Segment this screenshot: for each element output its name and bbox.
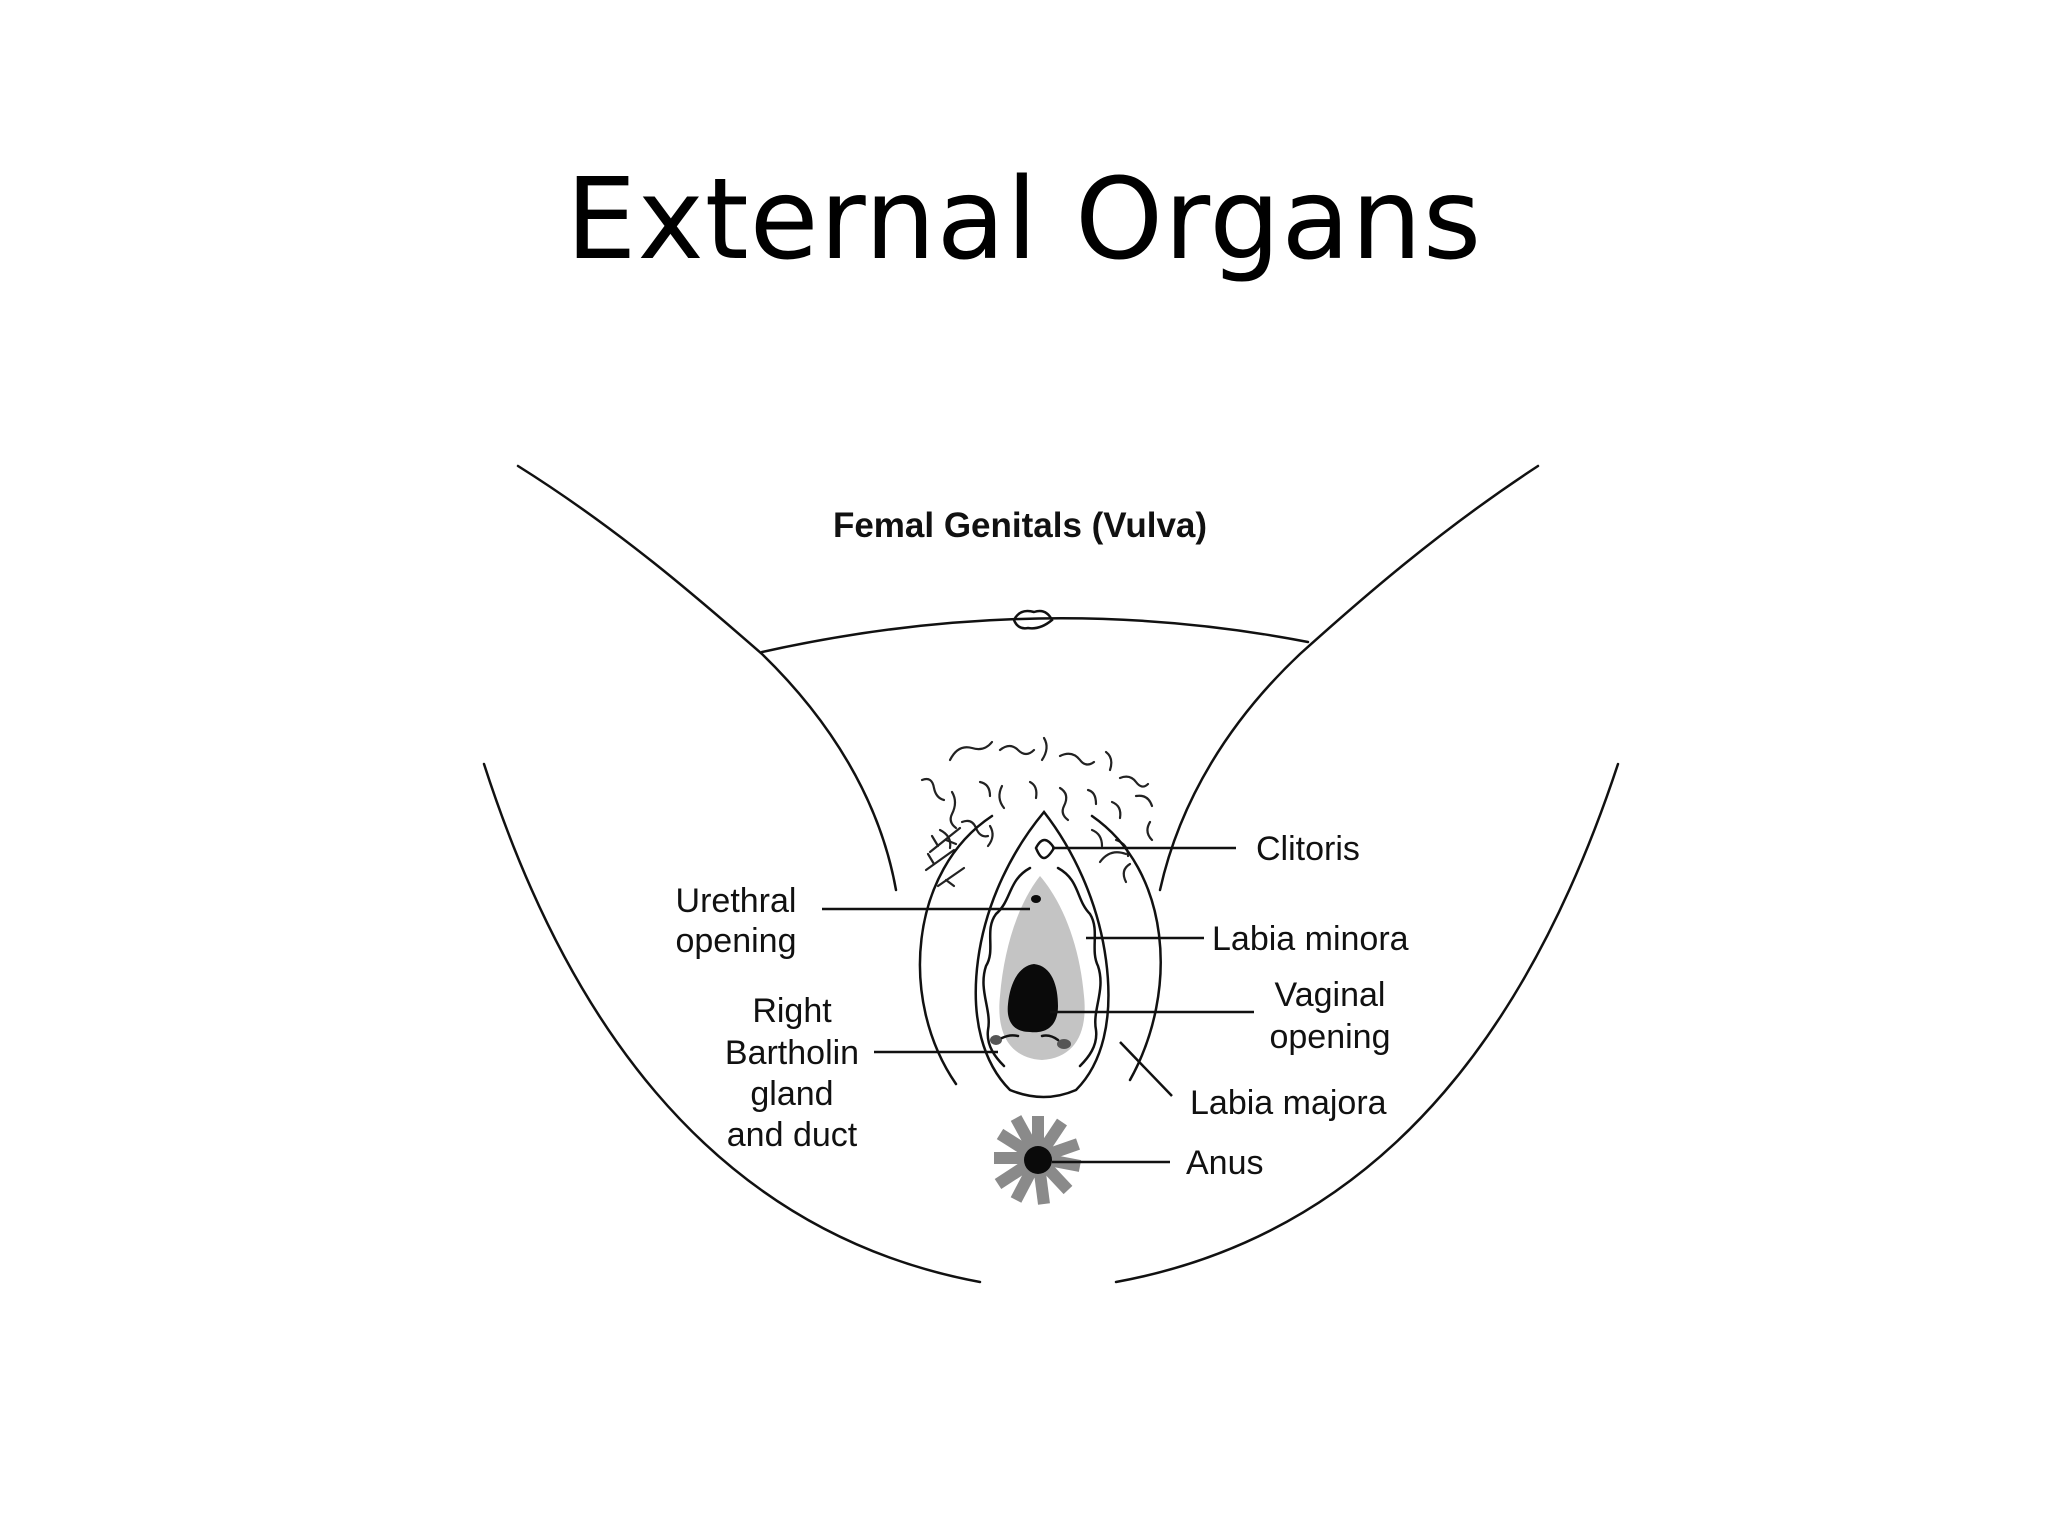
body-outline bbox=[482, 464, 1620, 1284]
slide-title: External Organs bbox=[565, 155, 1483, 285]
leader-lines bbox=[822, 846, 1254, 1164]
label-vaginal-opening-1: Vaginal bbox=[1275, 976, 1386, 1014]
urethral-opening bbox=[1031, 895, 1041, 903]
bartholin-gland-right bbox=[990, 1035, 1002, 1045]
vulva-structures bbox=[974, 810, 1110, 1099]
label-anus: Anus bbox=[1186, 1144, 1264, 1182]
label-labia-majora: Labia majora bbox=[1190, 1084, 1387, 1122]
label-urethral-opening-2: opening bbox=[675, 922, 796, 960]
anus bbox=[994, 1115, 1082, 1205]
label-labia-minora: Labia minora bbox=[1212, 920, 1409, 958]
label-bartholin-2: Bartholin bbox=[725, 1034, 859, 1072]
diagram-title: Femal Genitals (Vulva) bbox=[833, 506, 1207, 545]
label-clitoris: Clitoris bbox=[1256, 830, 1360, 868]
pubic-hair bbox=[920, 736, 1154, 888]
labia-majora-outline bbox=[918, 814, 1162, 1086]
label-urethral-opening-1: Urethral bbox=[676, 882, 797, 920]
label-bartholin-3: gland bbox=[750, 1075, 833, 1113]
label-bartholin-1: Right bbox=[752, 992, 832, 1030]
label-bartholin-4: and duct bbox=[727, 1116, 858, 1154]
label-vaginal-opening-2: opening bbox=[1269, 1018, 1390, 1056]
labels: Clitoris Urethral opening Labia minora V… bbox=[675, 830, 1408, 1182]
bartholin-gland-left bbox=[1057, 1039, 1071, 1049]
vaginal-opening bbox=[1007, 964, 1058, 1033]
